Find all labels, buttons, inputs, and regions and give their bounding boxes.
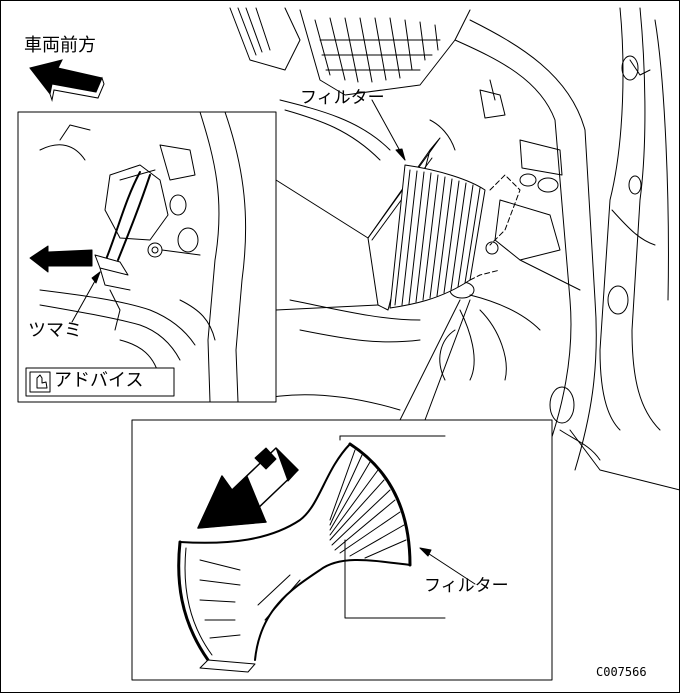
air-filter-main bbox=[367, 99, 521, 311]
install-arrow-icon bbox=[197, 447, 299, 529]
filter-detail-label: フィルター bbox=[424, 576, 509, 596]
advice-box bbox=[25, 367, 175, 397]
advice-label: アドバイス bbox=[54, 370, 144, 391]
removal-arrow-icon bbox=[29, 245, 93, 273]
inset-filter-drawing bbox=[177, 435, 476, 673]
engine-background bbox=[229, 7, 680, 521]
pointing-hand-icon bbox=[29, 371, 51, 393]
inset-filter-detail bbox=[131, 419, 553, 681]
figure-code: C007566 bbox=[596, 665, 647, 679]
knob-label: ツマミ bbox=[28, 320, 82, 341]
filter-label: フィルター bbox=[300, 88, 385, 108]
inset-knob-drawing bbox=[39, 111, 247, 403]
front-direction-label: 車両前方 bbox=[24, 35, 96, 56]
front-arrow-icon bbox=[29, 59, 105, 102]
